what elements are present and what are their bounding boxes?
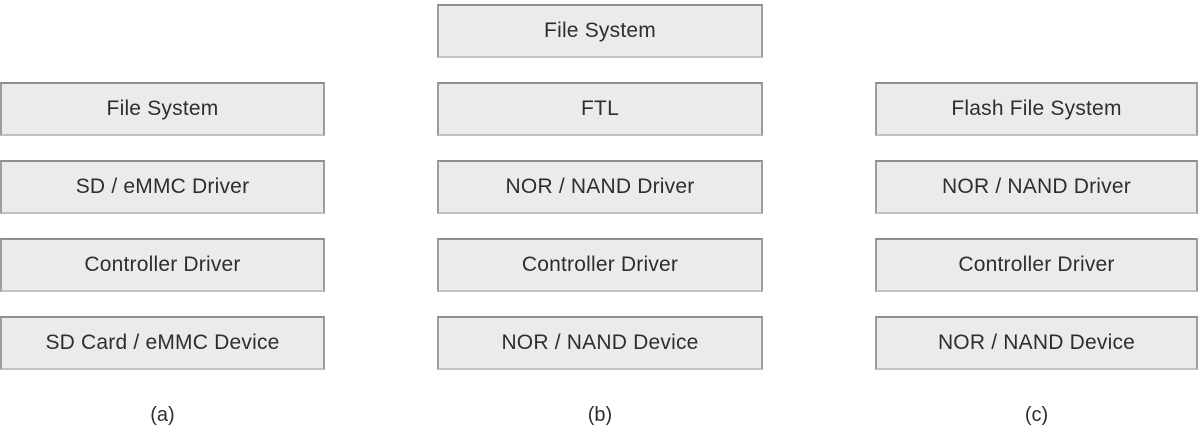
column-caption-c: (c) <box>1024 404 1049 426</box>
stack-column-c: Flash File System NOR / NAND Driver Cont… <box>875 0 1198 434</box>
layer-box-file-system: File System <box>437 4 763 58</box>
layer-box-sd-emmc-driver: SD / eMMC Driver <box>0 160 325 214</box>
stack-column-b: File System FTL NOR / NAND Driver Contro… <box>437 0 763 434</box>
layer-box-flash-file-system: Flash File System <box>875 82 1198 136</box>
layer-box-controller-driver: Controller Driver <box>0 238 325 292</box>
layer-box-nor-nand-device: NOR / NAND Device <box>437 316 763 370</box>
layer-box-controller-driver: Controller Driver <box>875 238 1198 292</box>
stack-column-a: File System SD / eMMC Driver Controller … <box>0 0 325 434</box>
column-caption-b: (b) <box>587 404 613 426</box>
column-caption-a: (a) <box>150 404 175 426</box>
layer-box-nor-nand-driver: NOR / NAND Driver <box>437 160 763 214</box>
layer-box-ftl: FTL <box>437 82 763 136</box>
layer-box-controller-driver: Controller Driver <box>437 238 763 292</box>
layer-box-nor-nand-device: NOR / NAND Device <box>875 316 1198 370</box>
layer-box-nor-nand-driver: NOR / NAND Driver <box>875 160 1198 214</box>
layer-box-sd-card-emmc-device: SD Card / eMMC Device <box>0 316 325 370</box>
layer-box-file-system: File System <box>0 82 325 136</box>
